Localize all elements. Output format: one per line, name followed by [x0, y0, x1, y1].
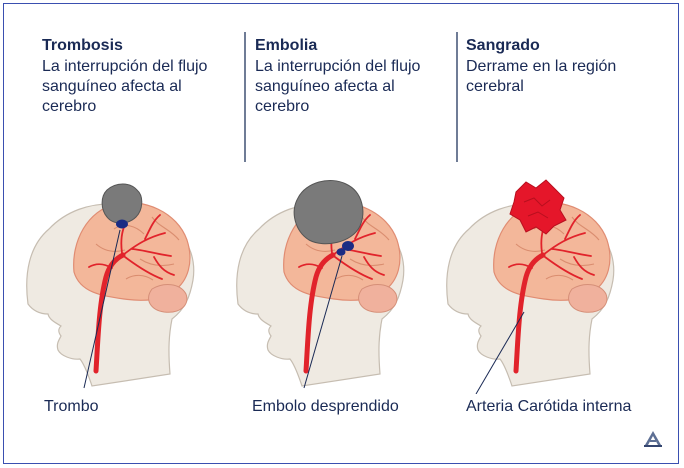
affected-area	[101, 183, 143, 224]
carotid-artery	[93, 252, 126, 374]
panel-divider	[244, 32, 246, 162]
panel-title: Trombosis	[42, 37, 123, 54]
panel-description: La interrupción del flujo sanguíneo afec…	[255, 58, 421, 115]
callout-label: Trombo	[44, 398, 99, 415]
adam-logo-icon	[644, 431, 662, 447]
cerebellum	[568, 284, 608, 313]
panel-description: Derrame en la región cerebral	[466, 58, 617, 95]
panel-title: Sangrado	[466, 37, 540, 54]
brain-arteries	[88, 214, 175, 280]
embolus-marker	[342, 241, 354, 251]
panel-embolia: Embolia La interrupción del flujo sanguí…	[214, 4, 426, 463]
affected-area	[293, 180, 364, 245]
cerebellum	[358, 284, 398, 313]
callout-label: Arteria Carótida interna	[466, 398, 632, 415]
callout-line	[303, 255, 343, 389]
brain-folds	[95, 216, 180, 281]
callout-line	[83, 229, 121, 389]
callout-line	[475, 311, 525, 394]
carotid-artery	[513, 252, 546, 374]
cerebellum	[148, 284, 188, 313]
carotid-artery	[303, 252, 336, 374]
clot-marker	[116, 219, 128, 229]
head-bleeding-illustration	[446, 179, 615, 394]
brain-arteries	[508, 214, 595, 280]
brain	[73, 202, 191, 301]
panel-divider	[456, 32, 458, 162]
callout-label: Embolo desprendido	[252, 398, 399, 415]
bleeding-area	[509, 179, 567, 235]
head-thrombosis-illustration	[26, 183, 195, 389]
embolus-fragment	[336, 248, 346, 256]
panel-title: Embolia	[255, 37, 318, 54]
panel-description: La interrupción del flujo sanguíneo afec…	[42, 58, 208, 115]
diagram-frame: Trombosis La interrupción del flujo sang…	[3, 3, 679, 464]
bleeding-texture	[523, 197, 551, 219]
head-embolism-illustration	[236, 180, 405, 389]
panel-sangrado: Sangrado Derrame en la región cerebral A…	[424, 4, 636, 463]
panel-trombosis: Trombosis La interrupción del flujo sang…	[4, 4, 216, 463]
